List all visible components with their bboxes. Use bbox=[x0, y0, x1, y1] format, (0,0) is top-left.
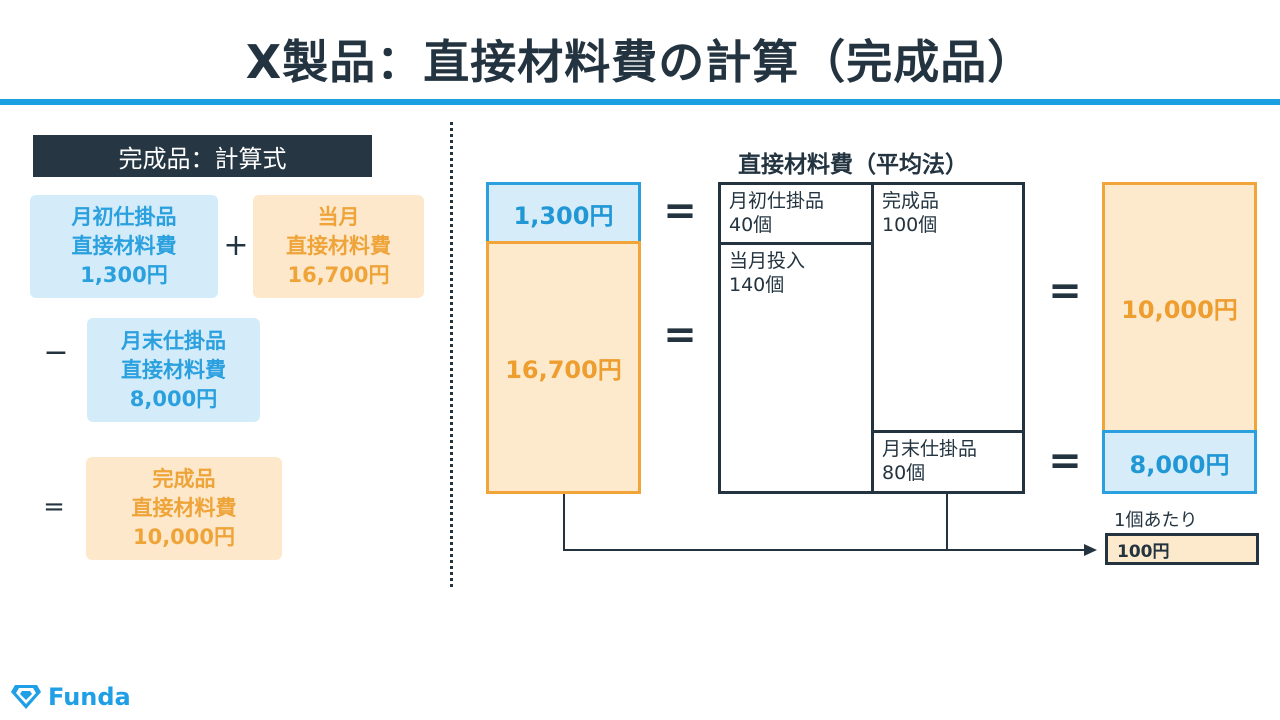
equals-operator: = bbox=[43, 492, 65, 522]
equals-sign-right-top: = bbox=[1048, 268, 1082, 314]
card-ending-wip-material: 月末仕掛品 直接材料費 8,000円 bbox=[87, 318, 260, 422]
opening-cost-value: 1,300円 bbox=[513, 201, 614, 230]
equals-sign-right-bottom: = bbox=[1048, 438, 1082, 484]
card-line: 直接材料費 bbox=[286, 234, 391, 258]
card-line: 直接材料費 bbox=[121, 357, 226, 382]
diamond-icon bbox=[11, 685, 41, 709]
title-underline bbox=[0, 99, 1280, 105]
current-input-units-box: 当月投入 140個 bbox=[718, 242, 874, 494]
cell-value: 140個 bbox=[729, 274, 785, 296]
card-opening-wip-material: 月初仕掛品 直接材料費 1,300円 bbox=[30, 195, 218, 298]
opening-cost-box: 1,300円 bbox=[486, 182, 641, 244]
completed-units-box: 完成品 100個 bbox=[871, 182, 1025, 433]
arrow-right-icon bbox=[1084, 544, 1097, 556]
formula-header: 完成品：計算式 bbox=[33, 135, 372, 177]
cell-label: 当月投入 bbox=[729, 250, 806, 272]
card-current-material: 当月 直接材料費 16,700円 bbox=[253, 195, 424, 298]
per-unit-value: 100円 bbox=[1117, 541, 1170, 562]
card-line: 当月 bbox=[317, 205, 360, 229]
connector-line-horizontal bbox=[563, 549, 1088, 551]
per-unit-label: 1個あたり bbox=[1114, 510, 1198, 531]
current-cost-value: 16,700円 bbox=[505, 356, 622, 384]
card-line: 完成品 bbox=[152, 467, 216, 491]
equals-sign-middle: = bbox=[663, 312, 697, 358]
equals-sign-top: = bbox=[663, 188, 697, 234]
ending-wip-units-box: 月末仕掛品 80個 bbox=[871, 430, 1025, 494]
per-unit-cost-box: 100円 bbox=[1105, 533, 1259, 565]
card-line: 直接材料費 bbox=[71, 234, 177, 258]
card-completed-material: 完成品 直接材料費 10,000円 bbox=[86, 457, 282, 560]
card-line: 月末仕掛品 bbox=[121, 328, 226, 353]
completed-cost-box: 10,000円 bbox=[1102, 182, 1257, 433]
minus-operator: − bbox=[43, 335, 69, 370]
card-line: 1,300円 bbox=[80, 263, 168, 287]
logo-text: Funda bbox=[48, 683, 131, 711]
card-line: 直接材料費 bbox=[131, 496, 237, 520]
current-cost-box: 16,700円 bbox=[486, 241, 641, 494]
section-divider bbox=[450, 122, 453, 587]
card-line: 10,000円 bbox=[132, 525, 236, 549]
ending-cost-value: 8,000円 bbox=[1129, 450, 1230, 479]
connector-line-middle bbox=[946, 494, 948, 551]
card-line: 月初仕掛品 bbox=[71, 205, 177, 229]
plus-operator: + bbox=[223, 228, 249, 263]
ending-cost-box: 8,000円 bbox=[1102, 430, 1257, 494]
completed-cost-value: 10,000円 bbox=[1121, 296, 1238, 324]
cell-value: 80個 bbox=[882, 462, 926, 484]
cell-label: 月末仕掛品 bbox=[882, 438, 978, 460]
card-line: 8,000円 bbox=[129, 386, 218, 411]
opening-wip-units-box: 月初仕掛品 40個 bbox=[718, 182, 874, 245]
cell-label: 月初仕掛品 bbox=[729, 190, 825, 212]
card-line: 16,700円 bbox=[287, 263, 390, 287]
cell-label: 完成品 bbox=[882, 190, 940, 212]
funda-logo: Funda bbox=[10, 683, 131, 711]
page-title: X製品：直接材料費の計算（完成品） bbox=[245, 35, 1035, 89]
diagram-title: 直接材料費（平均法） bbox=[738, 152, 968, 178]
cell-value: 100個 bbox=[882, 214, 938, 236]
cell-value: 40個 bbox=[729, 214, 773, 236]
connector-line-left bbox=[563, 494, 565, 551]
